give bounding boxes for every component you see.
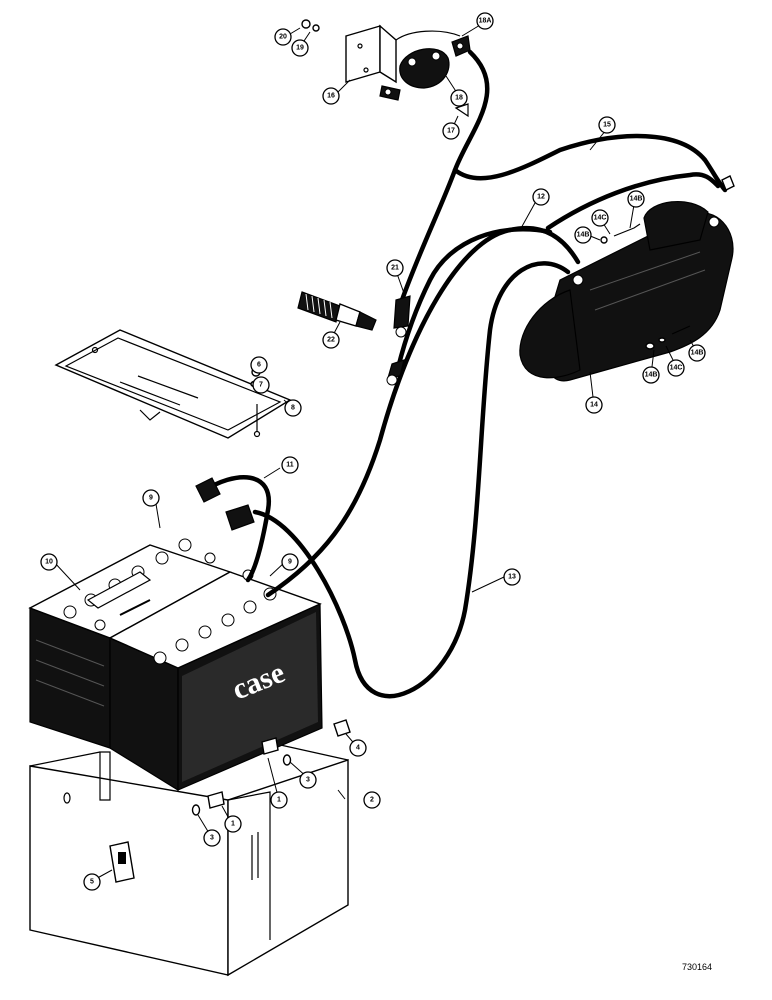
callout-17: 17 [442,122,460,140]
callout-14c-1: 14C [591,209,609,227]
callout-3b: 3 [299,771,317,789]
solenoid-assembly [301,19,471,118]
battery-cable [199,475,272,583]
callout-14b-1: 14B [627,190,645,208]
solenoid-cable [452,133,728,193]
svg-text:10: 10 [45,559,53,566]
svg-text:1: 1 [277,797,281,804]
callout-14c-2: 14C [667,359,685,377]
callouts: 1 1 2 3 3 4 5 6 7 8 9 9 10 11 12 13 14 1… [40,12,706,891]
svg-text:16: 16 [327,93,335,100]
callout-1a: 1 [224,815,242,833]
callout-7: 7 [252,376,270,394]
cables [195,49,728,699]
svg-text:14B: 14B [691,350,704,357]
callout-14b-4: 14B [688,344,706,362]
svg-text:11: 11 [286,462,294,469]
svg-text:20: 20 [279,34,287,41]
svg-text:18A: 18A [479,18,492,25]
svg-text:14C: 14C [670,365,683,372]
svg-text:3: 3 [306,777,310,784]
callout-2: 2 [363,791,381,809]
callout-5: 5 [83,873,101,891]
batteries: case [28,538,323,792]
callout-18a: 18A [476,12,494,30]
callout-21: 21 [386,259,404,277]
svg-text:19: 19 [296,45,304,52]
callout-8: 8 [284,399,302,417]
callout-1b: 1 [270,791,288,809]
svg-text:2: 2 [370,797,374,804]
neutral-switch [297,291,377,331]
svg-text:5: 5 [90,879,94,886]
svg-text:14B: 14B [630,196,643,203]
hardware [191,719,351,816]
starter-cable [252,261,571,699]
callout-13: 13 [503,568,521,586]
svg-text:3: 3 [210,835,214,842]
callout-6: 6 [250,356,268,374]
callout-12: 12 [532,188,550,206]
svg-text:8: 8 [291,405,295,412]
callout-14b-3: 14B [642,366,660,384]
callout-15: 15 [598,116,616,134]
hold-down-frame [54,329,292,439]
callout-4: 4 [349,739,367,757]
callout-9a: 9 [142,489,160,507]
svg-text:9: 9 [288,559,292,566]
callout-20: 20 [274,28,292,46]
svg-text:22: 22 [327,337,335,344]
svg-text:7: 7 [259,382,263,389]
svg-text:9: 9 [149,495,153,502]
svg-text:4: 4 [356,745,360,752]
svg-text:1: 1 [231,821,235,828]
battery-box [29,739,349,977]
callout-18: 18 [450,89,468,107]
callout-9b: 9 [281,553,299,571]
callout-16: 16 [322,87,340,105]
svg-text:14B: 14B [577,232,590,239]
callout-14b-2: 14B [574,226,592,244]
svg-text:14: 14 [590,402,598,409]
solenoid [399,48,450,89]
figure-number: 730164 [681,962,712,972]
svg-text:6: 6 [257,362,261,369]
svg-text:17: 17 [447,128,455,135]
callout-3a: 3 [203,829,221,847]
callout-19: 19 [291,39,309,57]
svg-text:21: 21 [391,265,399,272]
callout-10: 10 [40,553,58,571]
svg-text:18: 18 [455,95,463,102]
callout-14: 14 [585,396,603,414]
svg-text:14B: 14B [645,372,658,379]
svg-text:14C: 14C [594,215,607,222]
starter-motor [519,175,735,382]
svg-text:15: 15 [603,122,611,129]
svg-text:13: 13 [508,574,516,581]
callout-11: 11 [281,456,299,474]
svg-text:12: 12 [537,194,545,201]
solenoid-bracket [345,25,381,83]
callout-22: 22 [322,331,340,349]
